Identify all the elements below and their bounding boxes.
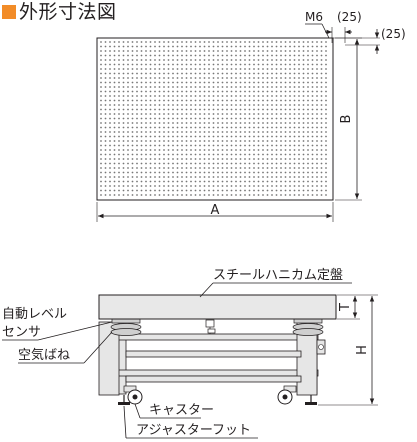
caster-callout: キャスター bbox=[134, 403, 214, 419]
air-spring-label: 空気ばね bbox=[18, 347, 70, 363]
honeycomb-table bbox=[98, 294, 337, 320]
mounting-hole-grid bbox=[100, 41, 327, 196]
depth-label: B bbox=[339, 115, 354, 124]
title-block: 外形寸法図 bbox=[0, 0, 117, 24]
thickness-dimension: T bbox=[337, 294, 360, 320]
table-label: スチールハニカム定盤 bbox=[213, 268, 343, 283]
width-label: A bbox=[211, 203, 220, 218]
level-sensor-label-line2: センサ bbox=[2, 325, 41, 340]
adjuster-foot-left-icon bbox=[118, 395, 130, 405]
depth-dimension: B bbox=[335, 37, 362, 201]
air-spring-right bbox=[292, 317, 324, 336]
adjuster-callout: アジャスターフット bbox=[123, 405, 258, 439]
margin-y-dimension: (25) bbox=[333, 27, 406, 54]
width-dimension: A bbox=[96, 202, 334, 222]
table-callout: スチールハニカム定盤 bbox=[199, 268, 352, 298]
adjuster-foot-right-icon bbox=[305, 395, 317, 405]
top-view bbox=[96, 37, 334, 201]
title-marker-icon bbox=[2, 5, 16, 19]
thread-label: M6 bbox=[305, 10, 323, 24]
thickness-label: T bbox=[338, 303, 353, 312]
thread-callout: M6 bbox=[305, 10, 330, 39]
air-spring-callout: 空気ばね bbox=[18, 331, 113, 364]
page-title: 外形寸法図 bbox=[19, 1, 117, 23]
height-dimension: H bbox=[318, 294, 378, 406]
frame-crossbar bbox=[125, 350, 302, 358]
margin-x-dimension: (25) bbox=[325, 10, 362, 43]
level-sensor-callout: 自動レベル センサ bbox=[2, 307, 113, 341]
height-label: H bbox=[355, 345, 370, 355]
air-spring-left bbox=[110, 317, 142, 336]
level-sensor-icon bbox=[205, 319, 216, 334]
caster-left-icon bbox=[123, 385, 143, 405]
side-view bbox=[98, 294, 337, 405]
level-sensor-label-line1: 自動レベル bbox=[2, 307, 67, 322]
caster-right-icon bbox=[277, 385, 297, 405]
caster-label: キャスター bbox=[149, 403, 214, 418]
adjuster-label: アジャスターフット bbox=[136, 423, 251, 438]
margin-x-label: (25) bbox=[337, 10, 362, 24]
margin-y-label: (25) bbox=[381, 27, 406, 41]
